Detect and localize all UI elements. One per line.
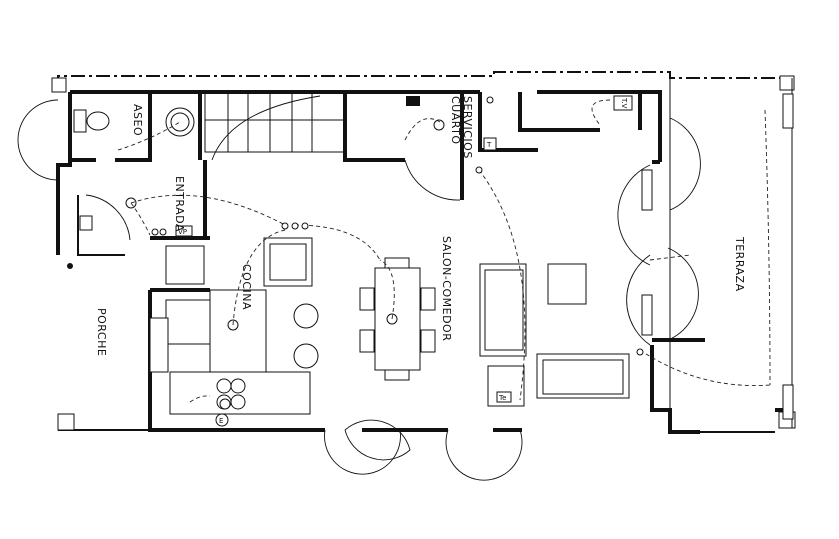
label-te: Te: [498, 394, 506, 402]
light-points: [125, 119, 445, 410]
kitchen-fixtures: [149, 237, 313, 415]
terrace-edge: [669, 78, 793, 432]
entrance-sensor: [215, 413, 229, 427]
sliding-door-2: [641, 294, 653, 336]
living-furniture: [479, 263, 630, 407]
meter-box: [79, 215, 93, 231]
label-terraza: TERRAZA: [733, 236, 746, 292]
toilet-tank: [73, 109, 87, 133]
label-cuarto: CUARTO: [449, 96, 462, 144]
terrace-window-bottom: [782, 384, 794, 420]
phone-outlet-box: [496, 391, 512, 403]
vp-box: [175, 225, 193, 237]
tv-outlet-box: [613, 95, 633, 111]
label-salon-comedor: SALON-COMEDOR: [440, 236, 453, 341]
distribution-box: [406, 96, 420, 106]
kitchen-stool-2: [293, 343, 319, 369]
washbasin-inner: [170, 112, 190, 132]
label-vp: VP: [178, 228, 187, 236]
label-t: T: [486, 141, 492, 149]
label-aseo: ASEO: [131, 104, 144, 136]
interior-walls: [70, 92, 705, 342]
label-tv: T.V: [620, 97, 628, 109]
label-e: E: [219, 417, 223, 425]
label-cocina: COCINA: [240, 264, 253, 310]
kitchen-stool-1: [293, 303, 319, 329]
switches: [67, 96, 644, 356]
label-porche: PORCHE: [95, 308, 108, 356]
toilet-bowl: [86, 111, 110, 131]
label-servicios: SERVICIOS: [461, 96, 474, 159]
door-swings: [17, 99, 701, 481]
staircase: [204, 91, 346, 161]
column-top-right: [779, 75, 795, 91]
electrical-wiring: [117, 99, 771, 403]
thermostat-box: [483, 137, 497, 151]
column-bottom-left: [57, 413, 75, 431]
dining-table: [359, 257, 436, 381]
label-entrada: ENTRADA: [173, 176, 186, 232]
washbasin: [165, 107, 195, 137]
column-top-left: [51, 77, 67, 93]
terrace-window-top: [782, 93, 794, 129]
sliding-door-1: [641, 169, 653, 211]
roof-outline: [57, 71, 792, 88]
